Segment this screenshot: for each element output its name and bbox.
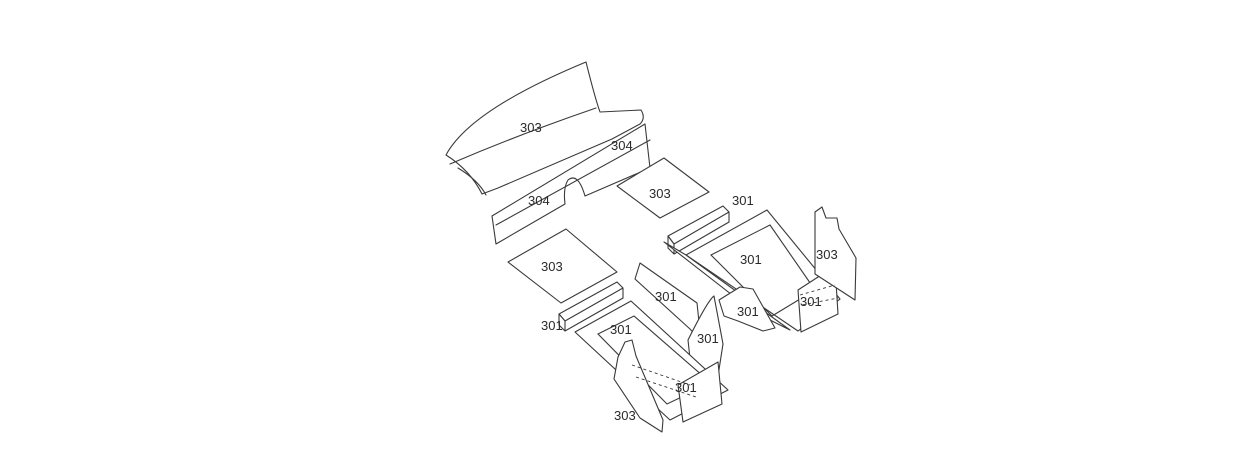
floor-panel-left (507, 228, 618, 304)
label-crossmember-top: 303 (520, 120, 542, 135)
bracket-left (613, 339, 697, 433)
label-crossmember-right: 304 (611, 138, 633, 153)
label-rail-left-strip: 301 (541, 318, 563, 333)
label-rail-right-front: 301 (800, 294, 822, 309)
label-rail-left-center: 301 (655, 289, 677, 304)
label-bracket-center-right: 301 (737, 304, 759, 319)
bracket-right (799, 206, 857, 306)
rail-strip-right (667, 205, 730, 255)
label-rail-right-inner: 301 (740, 252, 762, 267)
label-bracket-left: 303 (614, 408, 636, 423)
label-rail-left-front: 301 (675, 380, 697, 395)
rail-left-side (687, 295, 724, 377)
label-floor-panel-right: 303 (649, 186, 671, 201)
rear-crossmember (445, 61, 644, 196)
crossmember-reinforcement (491, 123, 651, 245)
label-rail-left-side: 301 (697, 331, 719, 346)
floor-panel-right (616, 157, 710, 219)
rail-strip-left (558, 281, 624, 332)
label-crossmember-left: 304 (528, 193, 550, 208)
label-rail-right-upper: 301 (732, 193, 754, 208)
wing-bracket-center (718, 286, 776, 332)
label-bracket-right: 303 (816, 247, 838, 262)
label-rail-left-inner: 301 (610, 322, 632, 337)
label-floor-panel-left: 303 (541, 259, 563, 274)
